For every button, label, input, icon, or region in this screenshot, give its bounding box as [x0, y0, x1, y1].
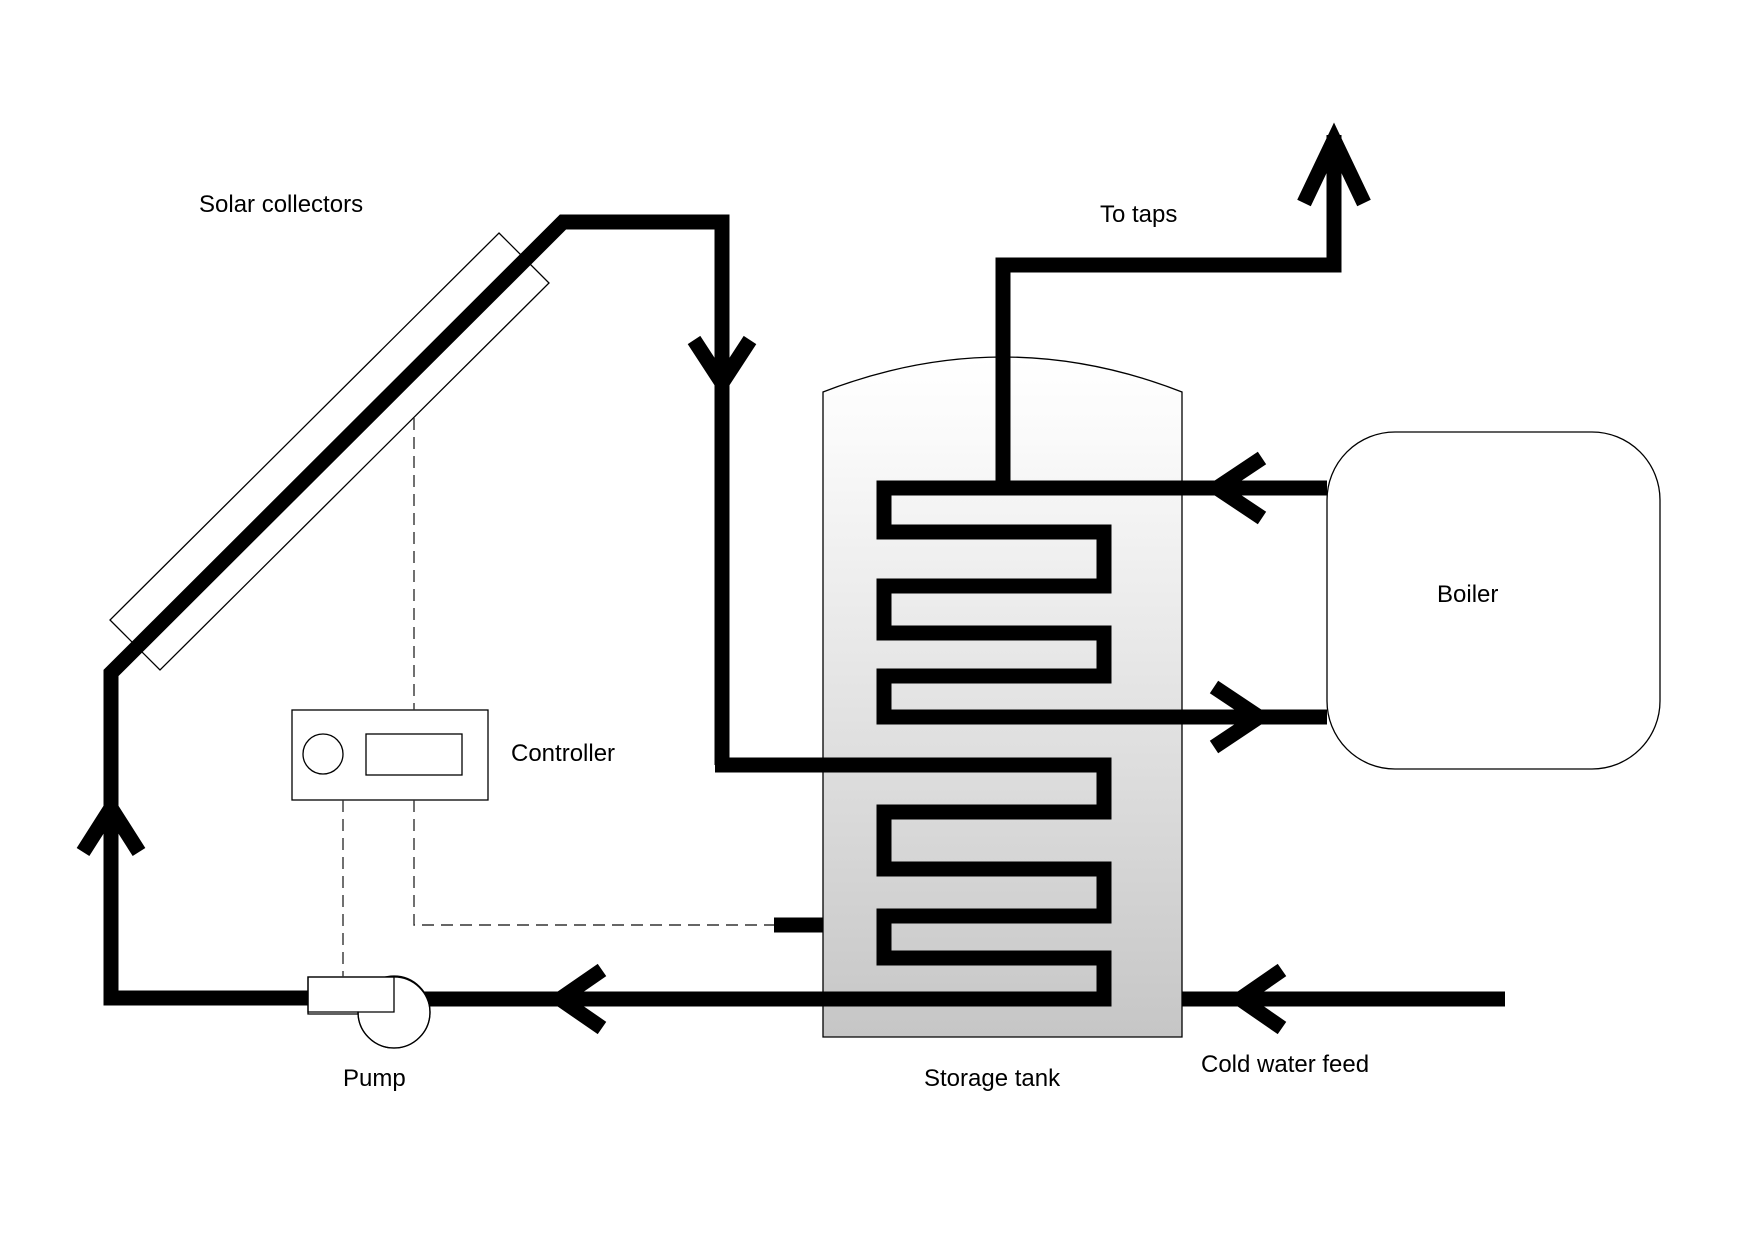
solar-loop-pipe [103, 214, 730, 1006]
controller-display [365, 733, 463, 776]
arrow-left-icon [1203, 451, 1267, 525]
lower-coil [384, 757, 1112, 1007]
pump-body-outline [307, 976, 431, 1049]
label-storage-tank: Storage tank [924, 1065, 1061, 1092]
signal-line-tank-sensor [413, 800, 774, 926]
arrow-down-icon [687, 335, 757, 397]
label-cold-water-feed: Cold water feed [1201, 1051, 1369, 1078]
pump-outlet-cover [360, 979, 392, 1010]
label-to-taps: To taps [1100, 201, 1177, 228]
to-taps-pipe [995, 135, 1342, 488]
boiler [1326, 431, 1661, 770]
arrow-right-icon [1209, 680, 1273, 754]
label-boiler: Boiler [1437, 581, 1498, 608]
controller-knob-icon [302, 733, 344, 775]
label-pump: Pump [343, 1065, 406, 1092]
upper-coil [876, 480, 1327, 725]
pump [307, 975, 431, 1049]
arrow-up-icon [76, 794, 146, 857]
arrow-left-icon [546, 963, 607, 1035]
arrow-up-icon [1297, 122, 1371, 207]
label-solar-collectors: Solar collectors [199, 191, 363, 218]
arrow-left-icon [1226, 963, 1287, 1035]
label-controller: Controller [511, 740, 615, 767]
controller [291, 709, 489, 801]
